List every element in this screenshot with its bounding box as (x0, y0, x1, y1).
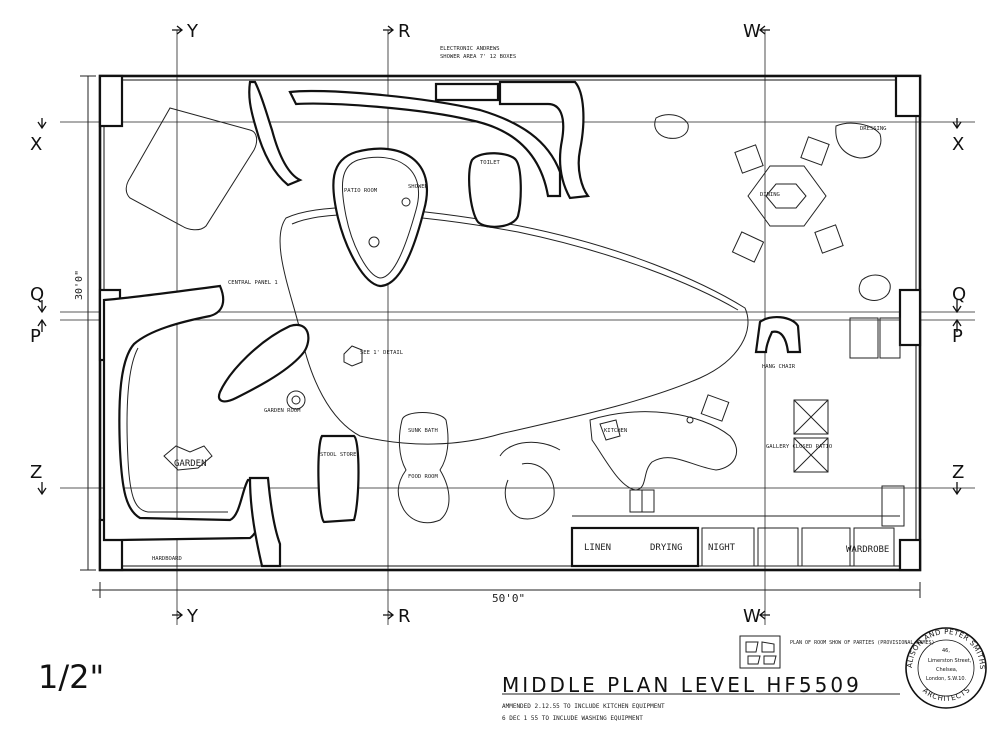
grid-label-w-bottom: W (743, 606, 761, 627)
wall-pods (102, 80, 802, 568)
lower-right-fittings (570, 317, 905, 568)
annotation-11: HARDBOARD (152, 556, 182, 562)
top-note-2: SHOWER AREA 7' 12 BOXES (440, 54, 516, 60)
small-symbols (163, 345, 694, 471)
grid-label-r-bottom: R (398, 606, 411, 627)
stamp-line4: London, S.W.10. (926, 676, 967, 682)
grid-label-r-top: R (398, 21, 411, 42)
key-plan-note: PLAN OF ROOM SHOW OF PARTIES (PROVISIONA… (790, 640, 935, 646)
grid-label-z-right: Z (952, 462, 964, 483)
grid-arrows (37, 25, 962, 620)
annotation-9: DRESSING (860, 126, 887, 132)
annotation-6: SUNK BATH (408, 428, 438, 434)
annotation-5: HANG CHAIR (762, 364, 796, 370)
annotation-0: CENTRAL PANEL 1 (228, 280, 278, 286)
grid-label-z-left: Z (30, 462, 42, 483)
stamp-line3: Chelsea, (936, 667, 958, 673)
label-linen: LINEN (584, 543, 611, 553)
annotations: CENTRAL PANEL 1 SEE 1' DETAIL PATIO ROOM… (152, 126, 887, 562)
annotation-8: TOILET (480, 160, 501, 166)
grid-label-w-top: W (743, 21, 761, 42)
label-garden: GARDEN (174, 459, 207, 469)
label-night: NIGHT (708, 543, 736, 553)
grid-label-q-left: Q (30, 284, 44, 305)
stamp-line2: Limerston Street, (928, 658, 972, 664)
top-note-1: ELECTRONIC ANDREWS (440, 46, 500, 52)
annotation-2: PATIO ROOM (344, 188, 378, 194)
grid-label-q-right: Q (952, 284, 966, 305)
key-plan: PLAN OF ROOM SHOW OF PARTIES (PROVISIONA… (739, 635, 935, 669)
amended-note-1: AMMENDED 2.12.55 TO INCLUDE KITCHEN EQUI… (502, 703, 665, 710)
annotation-13: KITCHEN (604, 428, 627, 434)
upper-right-furniture (654, 114, 891, 422)
dimension-height: 30'0" (74, 270, 85, 300)
amended-note-2: 6 DEC 1 55 TO INCLUDE WASHING EQUIPMENT (502, 715, 643, 722)
annotation-10: SHOWER (408, 184, 429, 190)
drawing-title: MIDDLE PLAN LEVEL HF5509 (502, 673, 862, 697)
grid-label-p-left: P (30, 326, 41, 347)
label-drying: DRYING (650, 543, 683, 553)
scale-label: 1/2" (38, 658, 104, 696)
annotation-14: GALLERY CLOSED PATIO (766, 444, 832, 450)
annotation-12: DINING (760, 192, 780, 198)
dimension-width: 50'0" (492, 592, 525, 605)
stamp-line1: 46, (942, 648, 950, 654)
annotation-1: SEE 1' DETAIL (360, 350, 404, 356)
grid-label-y-bottom: Y (186, 606, 199, 627)
grid-label-y-top: Y (186, 21, 199, 42)
annotation-4: STOOL STORE (320, 452, 356, 458)
stamp-role: ARCHITECTS (921, 686, 971, 704)
annotation-7: FOOD ROOM (408, 474, 438, 480)
room-labels: LINEN DRYING NIGHT GARDEN WARDROBE (174, 459, 889, 555)
grid-label-p-right: P (952, 326, 963, 347)
annotation-3: GARDEN ROOM (264, 408, 301, 414)
svg-text:ARCHITECTS: ARCHITECTS (921, 686, 972, 704)
grid-letters: X X Q P Q P Z Z Y R W Y R W (30, 21, 966, 627)
dimension-lines: 50'0" 30'0" (74, 75, 921, 605)
label-wardrobe: WARDROBE (846, 545, 889, 555)
grid-label-x-right: X (952, 134, 964, 155)
grid-label-x-left: X (30, 134, 42, 155)
